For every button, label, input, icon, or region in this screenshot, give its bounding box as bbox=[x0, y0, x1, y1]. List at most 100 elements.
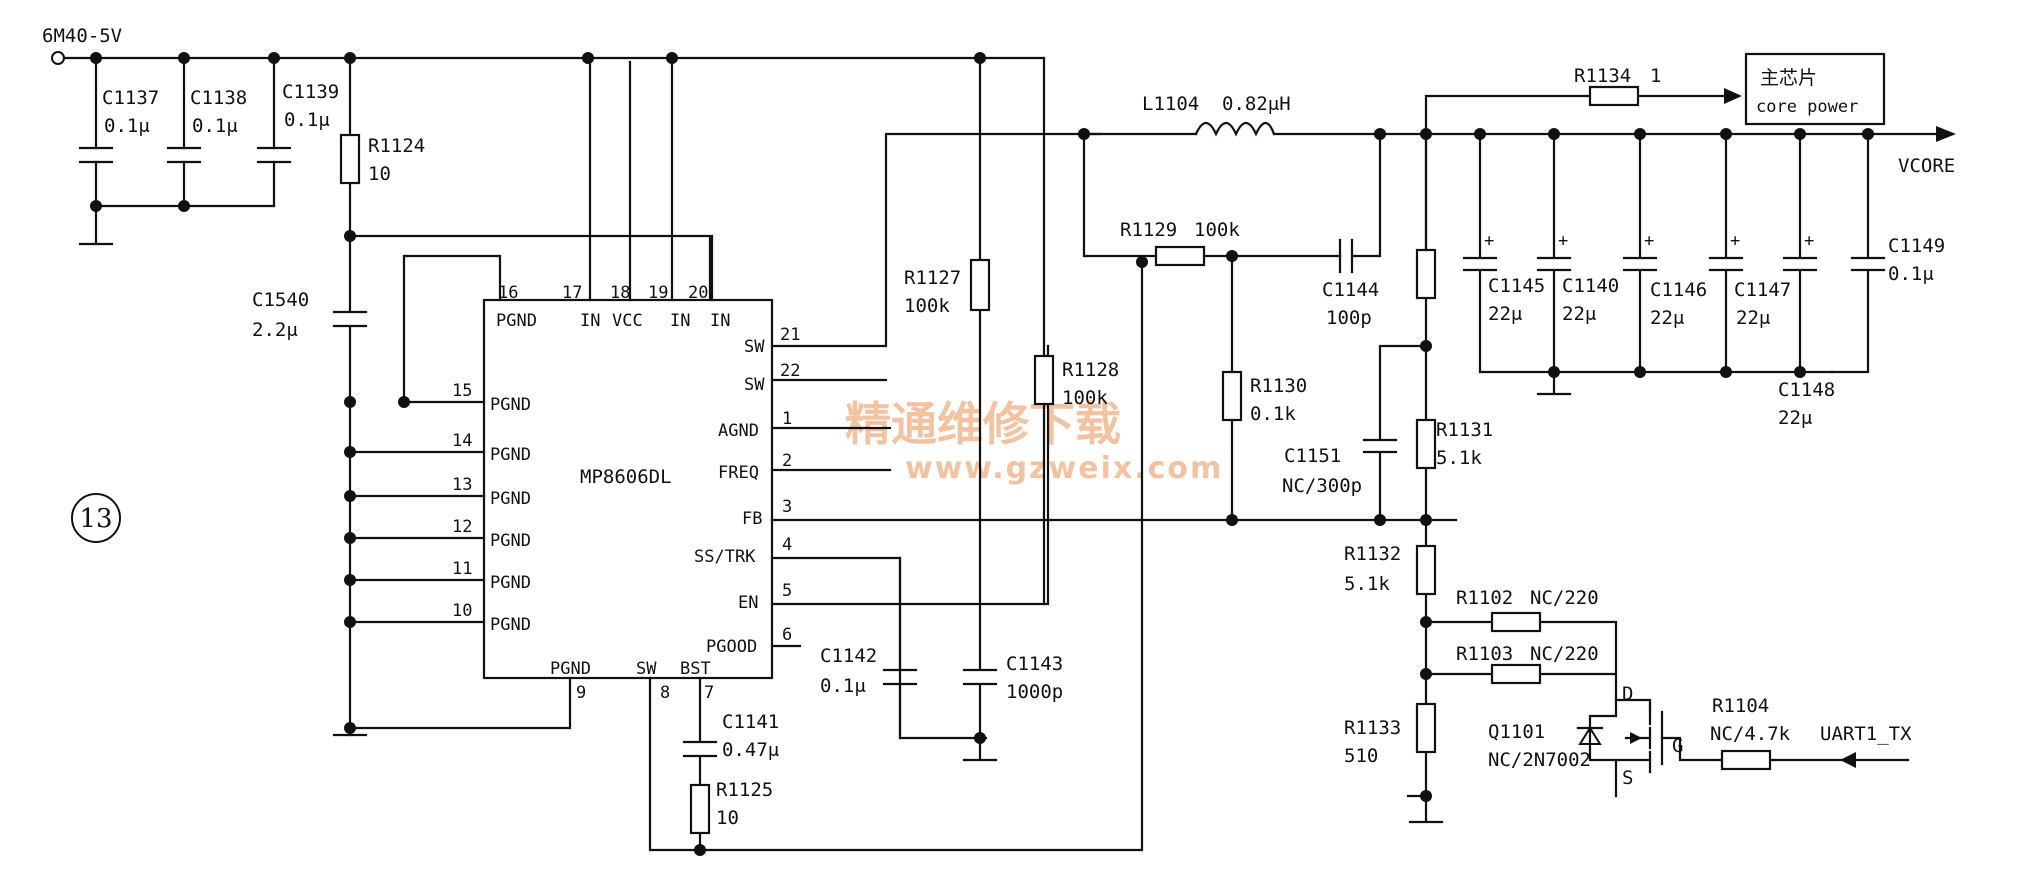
pin-17-num: 17 bbox=[562, 283, 582, 303]
r1129-value: 100k bbox=[1194, 219, 1240, 241]
c1139-ref: C1139 bbox=[282, 81, 339, 103]
c1147-plus: + bbox=[1730, 231, 1740, 251]
pin-16-name: PGND bbox=[496, 311, 537, 331]
c1147-ref: C1147 bbox=[1734, 279, 1791, 301]
r1132-body bbox=[1415, 544, 1437, 596]
pin-18-name: VCC bbox=[612, 311, 643, 331]
r1130-ref: R1130 bbox=[1250, 375, 1307, 397]
r1131-ref: R1131 bbox=[1436, 419, 1493, 441]
pin-2-name: FREQ bbox=[718, 463, 759, 483]
pin-17-name: IN bbox=[580, 311, 600, 331]
pin-14-num: 14 bbox=[452, 431, 472, 451]
uart-arrow-icon bbox=[1840, 752, 1856, 768]
mosfet-g: G bbox=[1672, 735, 1683, 757]
l1104-ref: L1104 bbox=[1142, 93, 1199, 115]
mosfet-s: S bbox=[1622, 767, 1633, 789]
c1144-value: 100p bbox=[1326, 307, 1372, 329]
pin-7-name: BST bbox=[680, 659, 711, 679]
r1129-body bbox=[1154, 245, 1206, 267]
pin-12-num: 12 bbox=[452, 517, 472, 537]
c1146-plus: + bbox=[1644, 231, 1654, 251]
r1103-ref: R1103 bbox=[1456, 643, 1513, 665]
watermark-text: 精通维修下载 bbox=[845, 397, 1121, 451]
r1134-ref: R1134 bbox=[1574, 65, 1631, 87]
pin-22-name: SW bbox=[744, 375, 765, 395]
r1127-body bbox=[969, 258, 991, 312]
diagram-number-circle bbox=[71, 493, 121, 543]
r1133-value: 510 bbox=[1344, 745, 1378, 767]
r1125-body bbox=[689, 783, 711, 835]
r1128-ref: R1128 bbox=[1062, 359, 1119, 381]
c1144-ref: C1144 bbox=[1322, 279, 1379, 301]
pin-10-name: PGND bbox=[490, 615, 531, 635]
c1143-ref: C1143 bbox=[1006, 653, 1063, 675]
c1143-value: 1000p bbox=[1006, 681, 1063, 703]
ic-body bbox=[482, 298, 774, 680]
pin-1-num: 1 bbox=[782, 409, 792, 429]
core-box-line1: 主芯片 bbox=[1760, 67, 1817, 89]
c1137-value: 0.1μ bbox=[104, 115, 150, 137]
pin-3-name: FB bbox=[742, 509, 762, 529]
r1127-value: 100k bbox=[904, 295, 950, 317]
pin-19-num: 19 bbox=[648, 283, 668, 303]
c1148-plus: + bbox=[1804, 231, 1814, 251]
input-label: 6M40-5V bbox=[42, 25, 122, 47]
pin-22-num: 22 bbox=[780, 361, 800, 381]
r1128-value: 100k bbox=[1062, 387, 1108, 409]
vcore-arrow-icon bbox=[1936, 126, 1956, 142]
r1130-body bbox=[1221, 370, 1243, 422]
c1148-ref: C1148 bbox=[1778, 379, 1835, 401]
pin-12-name: PGND bbox=[490, 531, 531, 551]
r1124-value: 10 bbox=[368, 163, 391, 185]
pin-18-num: 18 bbox=[610, 283, 630, 303]
r1127-ref: R1127 bbox=[904, 267, 961, 289]
r1131-value: 5.1k bbox=[1436, 447, 1482, 469]
c1145-ref: C1145 bbox=[1488, 275, 1545, 297]
r1132-value: 5.1k bbox=[1344, 573, 1390, 595]
pin-8-num: 8 bbox=[660, 683, 670, 703]
pin-15-name: PGND bbox=[490, 395, 531, 415]
r1104-ref: R1104 bbox=[1712, 695, 1769, 717]
r-top-body bbox=[1415, 248, 1437, 300]
c1140-value: 22μ bbox=[1562, 303, 1596, 325]
c1147-value: 22μ bbox=[1736, 307, 1770, 329]
r1133-body bbox=[1415, 702, 1437, 754]
c1540-ref: C1540 bbox=[252, 289, 309, 311]
r1103-body bbox=[1490, 663, 1542, 685]
c1540-value: 2.2μ bbox=[252, 319, 298, 341]
pin-10-num: 10 bbox=[452, 601, 472, 621]
r1134-value: 1 bbox=[1650, 65, 1661, 87]
pin-9-num: 9 bbox=[576, 683, 586, 703]
pin-20-num: 20 bbox=[688, 283, 708, 303]
q1101-ref: Q1101 bbox=[1488, 721, 1545, 743]
pin-21-num: 21 bbox=[780, 325, 800, 345]
r1102-value: NC/220 bbox=[1530, 587, 1599, 609]
pin-16-num: 16 bbox=[498, 283, 518, 303]
r1125-value: 10 bbox=[716, 807, 739, 829]
c1149-value: 0.1μ bbox=[1888, 263, 1934, 285]
c1146-ref: C1146 bbox=[1650, 279, 1707, 301]
c1151-value: NC/300p bbox=[1282, 475, 1362, 497]
pin-21-name: SW bbox=[744, 337, 765, 357]
core-box bbox=[1744, 52, 1886, 126]
pin-8-name: SW bbox=[636, 659, 657, 679]
pin-5-num: 5 bbox=[782, 581, 792, 601]
c1141-value: 0.47μ bbox=[722, 739, 779, 761]
pin-6-num: 6 bbox=[782, 625, 792, 645]
r1104-body bbox=[1720, 749, 1772, 771]
c1142-ref: C1142 bbox=[820, 645, 877, 667]
c1146-value: 22μ bbox=[1650, 307, 1684, 329]
c1145-plus: + bbox=[1484, 231, 1494, 251]
r1102-ref: R1102 bbox=[1456, 587, 1513, 609]
c1139-value: 0.1μ bbox=[284, 109, 330, 131]
pin-4-name: SS/TRK bbox=[694, 547, 756, 567]
c1138-ref: C1138 bbox=[190, 87, 247, 109]
r1103-value: NC/220 bbox=[1530, 643, 1599, 665]
r1128-body bbox=[1033, 354, 1055, 406]
c1145-value: 22μ bbox=[1488, 303, 1522, 325]
r1124-body bbox=[339, 133, 361, 185]
uart-label: UART1_TX bbox=[1820, 723, 1912, 745]
pin-9-name: PGND bbox=[550, 659, 591, 679]
ic-part: MP8606DL bbox=[580, 466, 672, 488]
pin-2-num: 2 bbox=[782, 451, 792, 471]
